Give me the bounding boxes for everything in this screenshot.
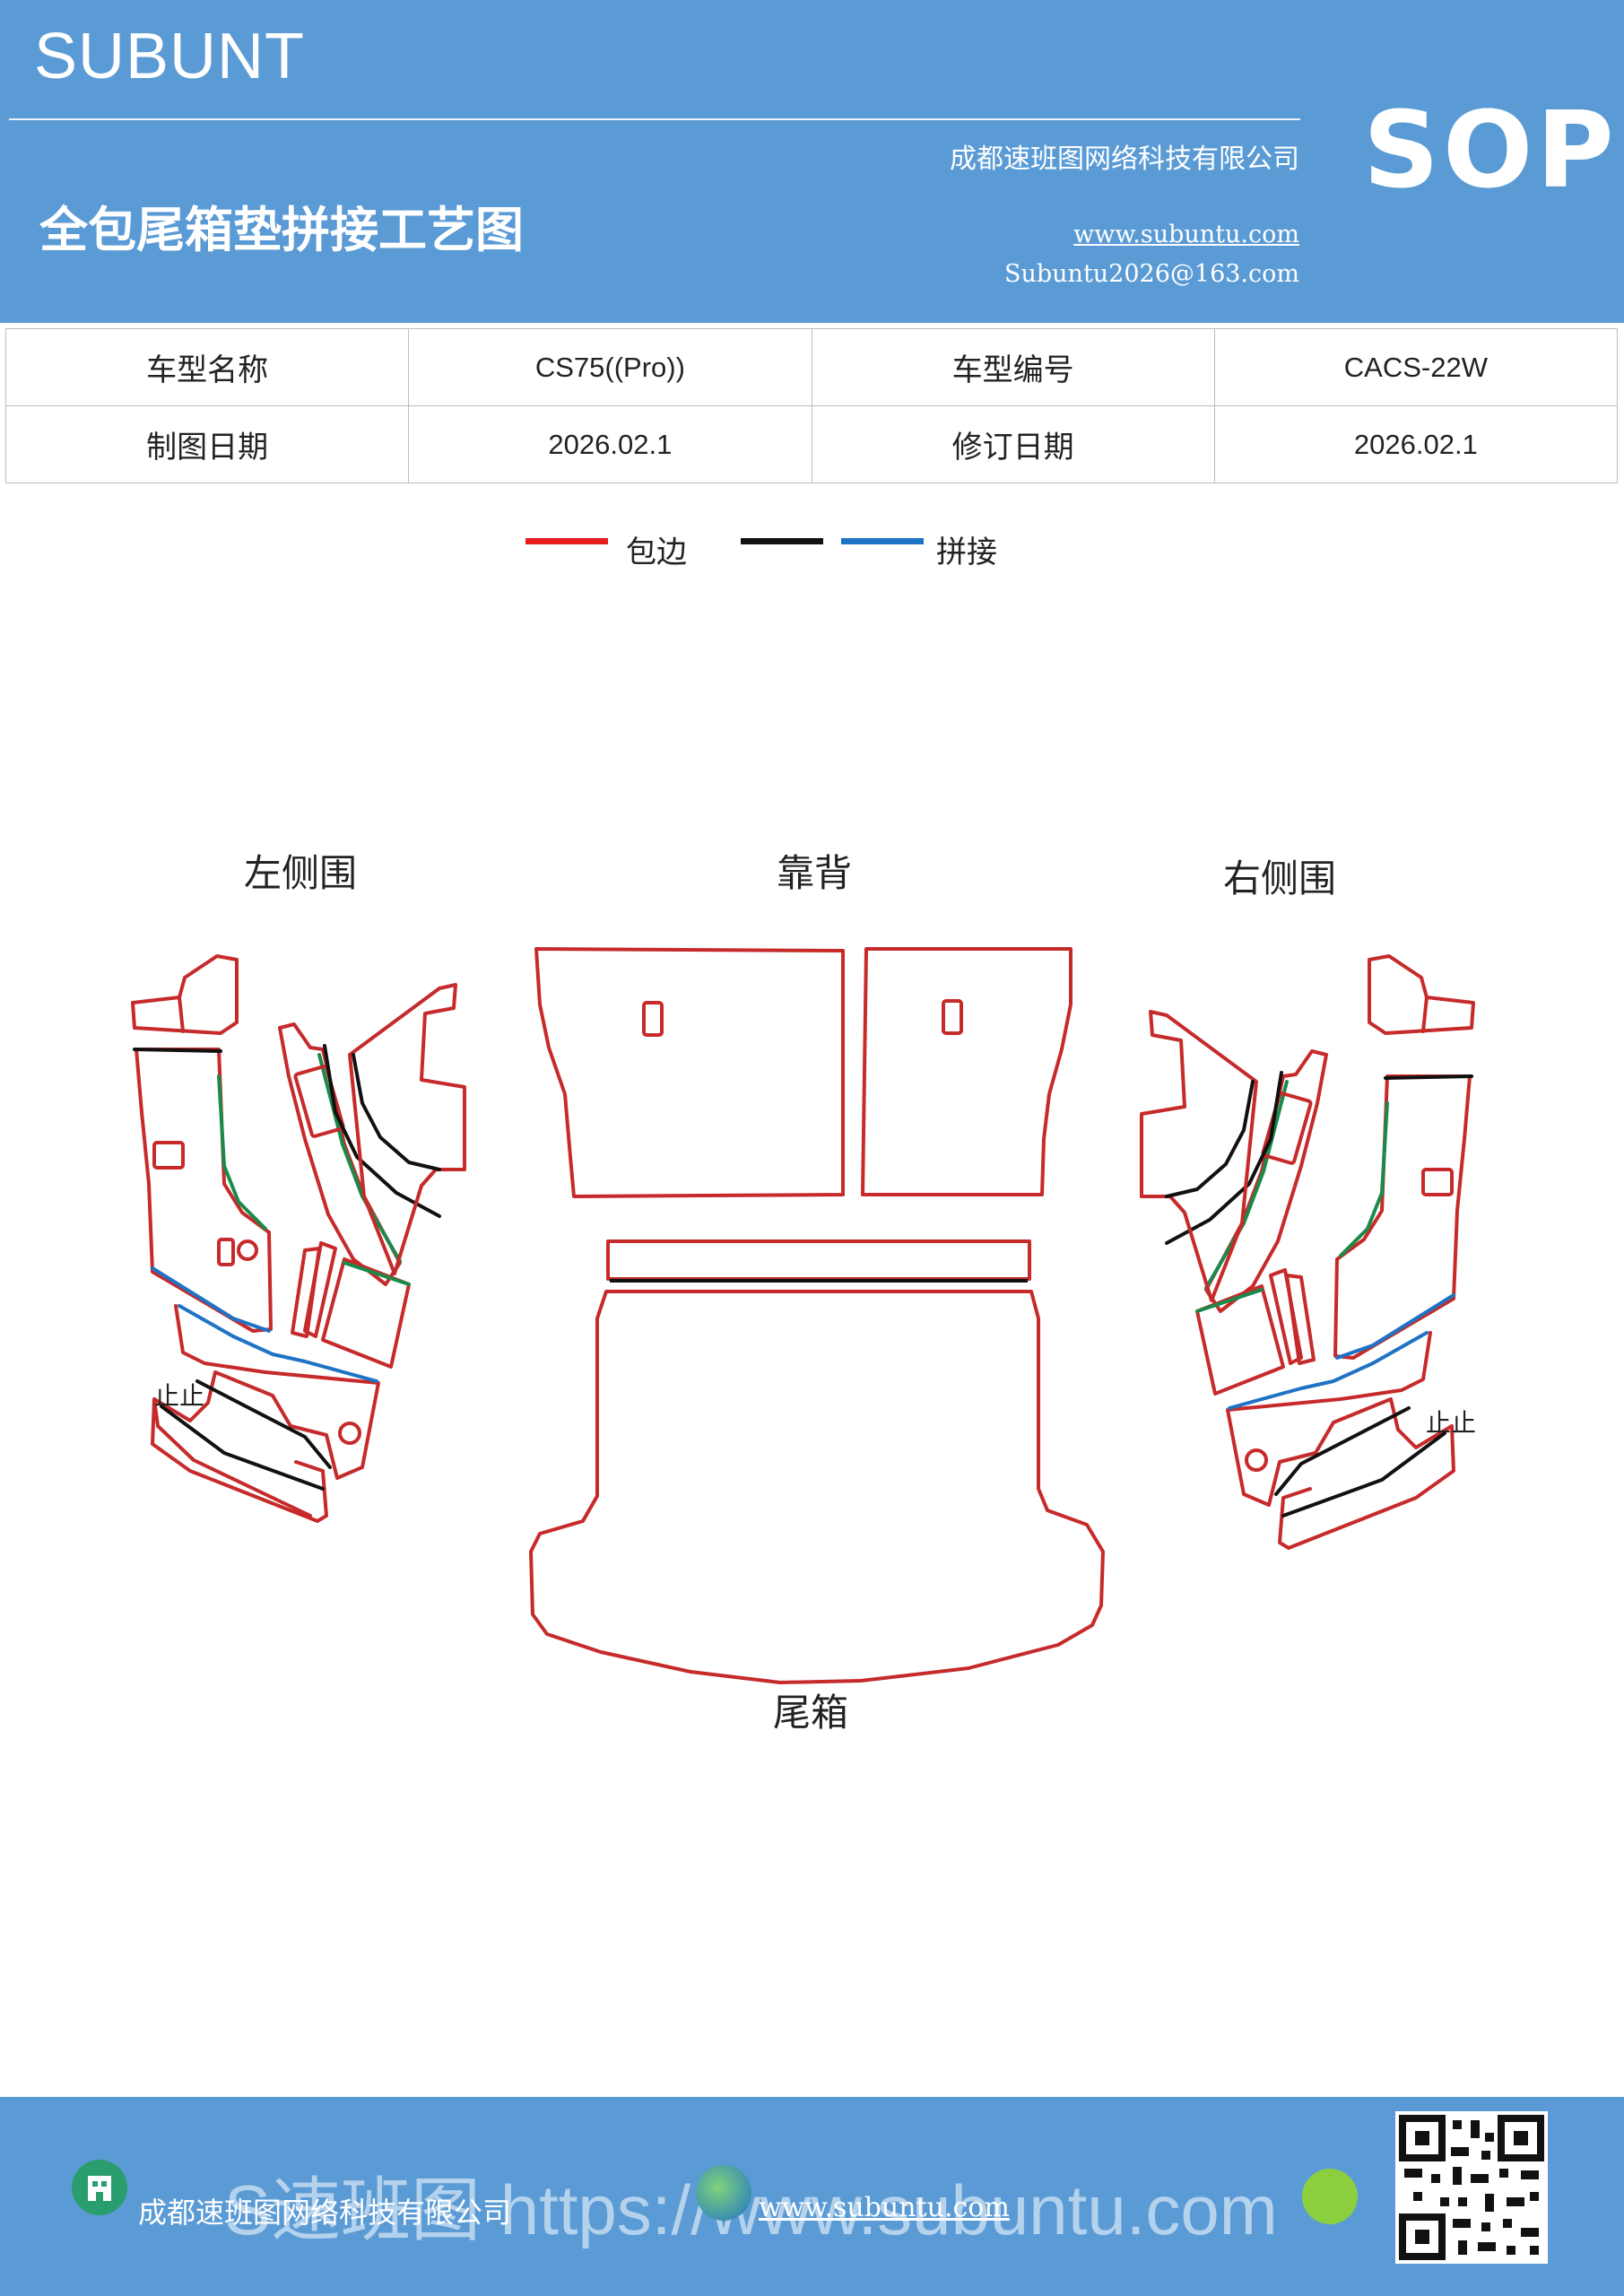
left-slot bbox=[217, 1238, 235, 1266]
left-bottom-panel bbox=[151, 1304, 380, 1523]
model-name-label: 车型名称 bbox=[4, 328, 410, 406]
model-code-value: CACS-22W bbox=[1213, 328, 1619, 406]
right-bottom-blue bbox=[1228, 1331, 1429, 1410]
backrest-right-slot bbox=[942, 999, 963, 1035]
left-arch-inner bbox=[352, 1053, 441, 1171]
revise-date-value: 2026.02.1 bbox=[1213, 405, 1619, 483]
legend-splice-label: 拼接 bbox=[936, 535, 997, 570]
right-splice bbox=[1384, 1074, 1473, 1080]
left-front-panel bbox=[135, 1048, 273, 1333]
footer-website-link[interactable]: www.subuntu.com bbox=[759, 2192, 1010, 2223]
legend-black-swatch bbox=[741, 538, 823, 544]
footer-watermark: S速班图 https://www.subuntu.com bbox=[224, 2170, 1278, 2249]
left-mid-green bbox=[317, 1053, 402, 1263]
backrest-right-panel bbox=[861, 947, 1073, 1196]
brand-logo-text: SUBUNT bbox=[34, 21, 306, 92]
left-bottom-outline bbox=[152, 1397, 312, 1518]
model-name-value: CS75((Pro)) bbox=[408, 328, 812, 406]
table-row: 制图日期 2026.02.1 修订日期 2026.02.1 bbox=[4, 405, 1619, 483]
right-side-label: 右侧围 bbox=[1223, 857, 1336, 900]
right-stop-mark: 止止 bbox=[1426, 1408, 1476, 1438]
left-top-tab bbox=[131, 954, 239, 1035]
left-arch-splice bbox=[323, 1044, 441, 1218]
backrest-left-slot bbox=[642, 1001, 664, 1037]
right-top-tab bbox=[1368, 954, 1475, 1035]
left-lower-block bbox=[321, 1257, 411, 1369]
legend: 包边 拼接 bbox=[0, 527, 1624, 572]
trunk-label: 尾箱 bbox=[773, 1691, 848, 1735]
building-icon bbox=[72, 2160, 127, 2215]
right-rear-panel bbox=[1140, 1010, 1258, 1302]
right-lower-green bbox=[1195, 1288, 1264, 1313]
legend-splice-swatch bbox=[841, 538, 924, 544]
email-address[interactable]: Subuntu2026@163.com bbox=[1004, 260, 1299, 288]
right-blue-seam bbox=[1335, 1293, 1455, 1360]
right-front-panel bbox=[1333, 1074, 1472, 1360]
left-hole bbox=[237, 1239, 258, 1261]
right-arch-splice bbox=[1165, 1071, 1283, 1245]
footer-banner: S速班图 https://www.subuntu.com 成都速班图网络科技有限… bbox=[0, 2097, 1624, 2296]
right-green-seam bbox=[1339, 1101, 1389, 1257]
left-tab-divider bbox=[178, 996, 185, 1033]
left-bottom-hole bbox=[338, 1422, 361, 1445]
left-splice bbox=[133, 1048, 222, 1053]
legend-edge-swatch bbox=[525, 538, 608, 544]
right-slot bbox=[1421, 1168, 1454, 1196]
left-bottom-splice bbox=[195, 1379, 332, 1469]
draw-date-value: 2026.02.1 bbox=[408, 405, 812, 483]
qr-code bbox=[1395, 2111, 1548, 2264]
right-tab-divider bbox=[1421, 996, 1429, 1033]
header-banner: SUBUNT 全包尾箱垫拼接工艺图 成都速班图网络科技有限公司 www.subu… bbox=[0, 0, 1624, 323]
footer-company-name: 成都速班图网络科技有限公司 bbox=[138, 2196, 512, 2230]
left-green-seam bbox=[217, 1074, 267, 1231]
header-divider bbox=[9, 118, 1300, 120]
right-arch-inner bbox=[1165, 1080, 1255, 1198]
right-bottom-splice bbox=[1274, 1406, 1411, 1496]
revise-date-label: 修订日期 bbox=[811, 405, 1215, 483]
left-lower-strip-2 bbox=[303, 1241, 337, 1338]
trunk-top-strip bbox=[606, 1239, 1031, 1281]
backrest-left-panel bbox=[534, 947, 845, 1198]
building-icon-glyph bbox=[88, 2176, 111, 2201]
left-rear-panel bbox=[348, 983, 466, 1275]
right-lower-strip-2 bbox=[1269, 1268, 1303, 1365]
left-mid-slot bbox=[293, 1065, 345, 1138]
wechat-icon bbox=[1302, 2169, 1358, 2224]
left-slot bbox=[152, 1141, 185, 1170]
draw-date-label: 制图日期 bbox=[4, 405, 410, 483]
right-bottom-splice-2 bbox=[1281, 1431, 1446, 1518]
right-bottom-hole bbox=[1245, 1448, 1268, 1472]
qr-code-glyph bbox=[1399, 2115, 1544, 2260]
left-bottom-splice-2 bbox=[160, 1405, 325, 1491]
left-lower-green bbox=[343, 1261, 411, 1286]
website-link[interactable]: www.subuntu.com bbox=[1073, 221, 1299, 248]
left-bottom-blue bbox=[178, 1304, 378, 1383]
left-stop-mark: 止止 bbox=[154, 1381, 204, 1411]
right-mid-slot bbox=[1261, 1091, 1313, 1165]
vehicle-info-table: 车型名称 CS75((Pro)) 车型编号 CACS-22W 制图日期 2026… bbox=[4, 328, 1619, 483]
right-lower-block bbox=[1195, 1284, 1285, 1396]
legend-edge-label: 包边 bbox=[626, 535, 687, 570]
right-mid-panel bbox=[1204, 1049, 1328, 1313]
company-name: 成都速班图网络科技有限公司 bbox=[950, 144, 1299, 175]
left-blue-seam bbox=[151, 1266, 271, 1333]
right-mid-green bbox=[1204, 1080, 1289, 1290]
sop-badge: SOP bbox=[1363, 88, 1618, 212]
table-row: 车型名称 CS75((Pro)) 车型编号 CACS-22W bbox=[4, 328, 1619, 406]
trunk-floor-panel bbox=[529, 1290, 1105, 1684]
right-bottom-panel bbox=[1226, 1331, 1455, 1550]
page-title: 全包尾箱垫拼接工艺图 bbox=[39, 202, 524, 258]
model-code-label: 车型编号 bbox=[811, 328, 1215, 406]
backrest-label: 靠背 bbox=[777, 851, 852, 895]
globe-icon bbox=[696, 2165, 751, 2221]
left-side-label: 左侧围 bbox=[244, 851, 357, 895]
